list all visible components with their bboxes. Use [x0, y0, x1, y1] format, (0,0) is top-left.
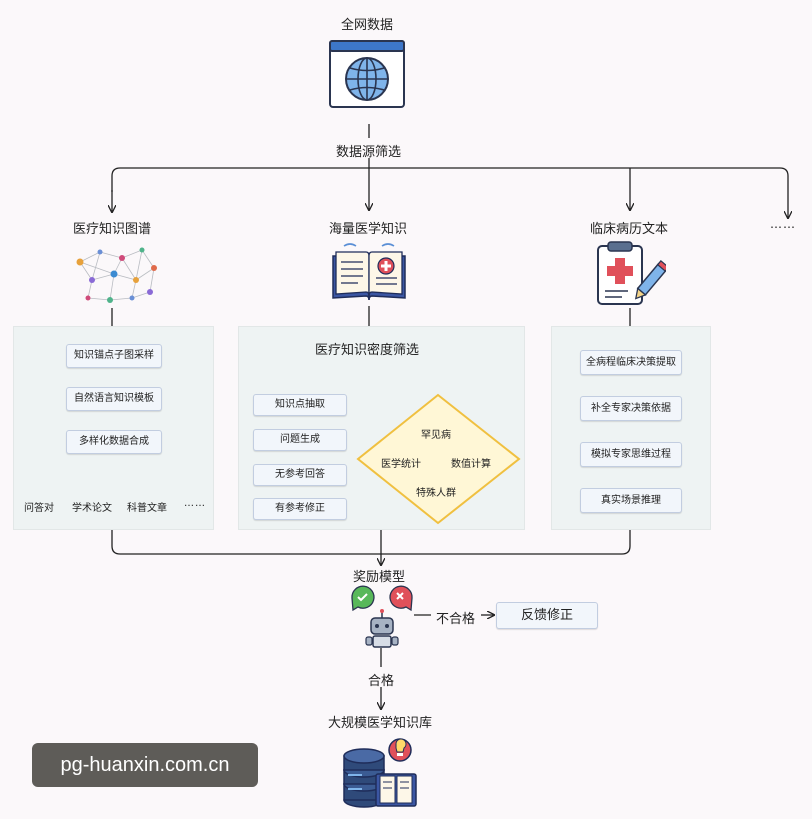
- kg-step-data-synthesis: 多样化数据合成: [66, 430, 162, 454]
- feedback-revision-box: 反馈修正: [496, 602, 598, 629]
- kg-output-papers: 学术论文: [72, 503, 112, 514]
- reward-model-title: 奖励模型: [353, 570, 406, 585]
- knowledge-step-referenced-revision: 有参考修正: [253, 498, 347, 520]
- clinical-step-real-reasoning: 真实场景推理: [580, 488, 682, 513]
- density-filter-label: 医疗知识密度筛选: [315, 343, 420, 358]
- kg-step-nl-template: 自然语言知识模板: [66, 387, 162, 411]
- diamond-numerical-calc: 数值计算: [451, 459, 491, 470]
- watermark-badge: pg-huanxin.com.cn: [32, 743, 258, 787]
- knowledge-graph-icon: [70, 240, 160, 312]
- knowledge-step-extraction: 知识点抽取: [253, 394, 347, 416]
- kg-output-qa: 问答对: [24, 503, 54, 514]
- diamond-rare-disease: 罕见病: [421, 430, 451, 441]
- pass-label: 合格: [368, 674, 395, 689]
- diamond-special-populations: 特殊人群: [416, 488, 456, 499]
- density-diamond: [356, 393, 521, 525]
- medical-book-icon: [330, 240, 408, 310]
- knowledge-panel: [238, 326, 525, 530]
- knowledge-step-unreferenced-answer: 无参考回答: [253, 464, 347, 486]
- kg-step-anchor-sampling: 知识锚点子图采样: [66, 344, 162, 368]
- kg-output-more: ……: [184, 498, 206, 509]
- clinical-step-decision-extraction: 全病程临床决策提取: [580, 350, 682, 375]
- diamond-medical-statistics: 医学统计: [381, 459, 421, 470]
- more-sources-ellipsis: ……: [770, 217, 796, 231]
- database-book-icon: [340, 736, 420, 814]
- knowledge-step-question-gen: 问题生成: [253, 429, 347, 451]
- kg-title: 医疗知识图谱: [73, 222, 152, 237]
- globe-browser-icon: [329, 40, 405, 112]
- knowledge-title: 海量医学知识: [329, 222, 408, 237]
- medical-clipboard-icon: [596, 240, 670, 312]
- robot-judge-icon: [349, 584, 415, 654]
- clinical-step-expert-thinking: 模拟专家思维过程: [580, 442, 682, 467]
- source-title: 全网数据: [341, 18, 394, 33]
- knowledge-base-title: 大规模医学知识库: [328, 716, 433, 731]
- kg-output-articles: 科普文章: [127, 503, 167, 514]
- clinical-step-expert-basis: 补全专家决策依据: [580, 396, 682, 421]
- fail-label: 不合格: [436, 612, 476, 627]
- source-filter-label: 数据源筛选: [336, 145, 402, 160]
- clinical-title: 临床病历文本: [590, 222, 669, 237]
